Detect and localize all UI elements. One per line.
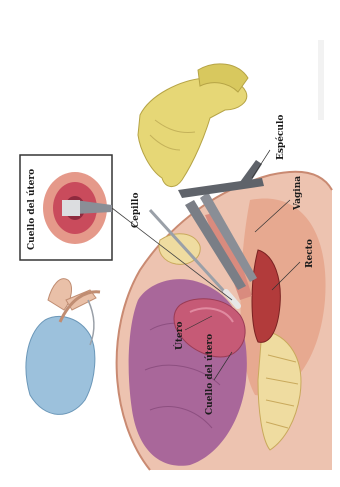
label-cuello-inset: Cuello del útero xyxy=(26,169,37,250)
label-especulo: Espéculo xyxy=(275,115,286,160)
label-vagina: Vagina xyxy=(293,176,303,211)
label-cepillo: Cepillo xyxy=(131,193,141,228)
credit-mark xyxy=(318,40,324,120)
label-recto: Recto xyxy=(305,239,315,268)
label-cuello-main: Cuello del útero xyxy=(204,334,215,415)
inset-brush-head xyxy=(62,200,80,216)
label-utero: Útero xyxy=(173,322,185,350)
